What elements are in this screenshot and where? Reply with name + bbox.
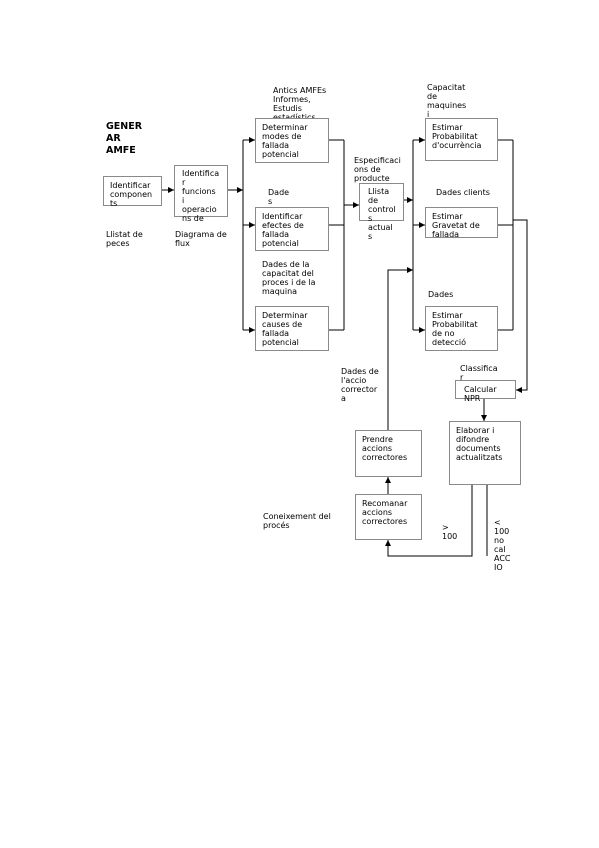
determinar-modes-text: Determinar modes de fallada potencial: [262, 123, 308, 159]
diagram-title: GENER AR AMFE: [106, 121, 143, 156]
identificar-funcions-box: Identifica r funcions i operacio ns de: [174, 165, 228, 223]
determinar-modes-box: Determinar modes de fallada potencial: [255, 118, 329, 163]
coneixement-label: Coneixement del procés: [263, 512, 331, 530]
estimar-gravetat-box: Estimar Gravetat de fallada: [425, 207, 498, 239]
identificar-funcions-text: Identifica r funcions i operacio ns de: [182, 169, 220, 223]
dades-label: Dade s: [268, 188, 290, 206]
identificar-components-text: Identificar componen ts: [110, 181, 153, 208]
dades-clients-label: Dades clients: [436, 188, 490, 197]
classificar-label: Classifica r: [460, 364, 498, 382]
arrow-merge-to-npr: [513, 219, 528, 393]
antics-amfes-label: Antics AMFEs Informes, Estudis estadísti…: [273, 86, 327, 122]
identificar-efectes-text: Identificar efectes de fallada potencial: [262, 212, 304, 248]
estimar-ocurrencia-text: Estimar Probabilitat d'ocurrència: [432, 123, 482, 150]
calcular-npr-text: Calcular NPR: [464, 385, 497, 403]
arrow-prendre-to-controls: [387, 267, 413, 430]
calcular-npr-box: Calcular NPR: [455, 380, 516, 403]
prendre-accions-box: Prendre accions correctores: [355, 430, 422, 477]
dades-label-2: Dades: [428, 290, 454, 299]
estimar-deteccio-text: Estimar Probabilitat de no detecció: [432, 311, 478, 347]
estimar-gravetat-text: Estimar Gravetat de fallada: [432, 212, 480, 239]
recomanar-accions-text: Recomanar accions correctores: [362, 499, 408, 526]
recomanar-accions-box: Recomanar accions correctores: [355, 494, 422, 540]
determinar-causes-text: Determinar causes de fallada potencial: [262, 311, 308, 347]
identificar-components-box: Identificar componen ts: [103, 176, 162, 208]
prendre-accions-text: Prendre accions correctores: [362, 435, 408, 462]
llista-controls-box: Llista de control s actual s: [359, 183, 404, 241]
diagrama-flux-label: Diagrama de flux: [175, 230, 227, 248]
less-100-label: < 100 no cal ACC IO: [494, 518, 511, 572]
estimar-ocurrencia-box: Estimar Probabilitat d'ocurrència: [425, 118, 498, 161]
llista-controls-text: Llista de control s actual s: [368, 187, 396, 241]
dades-accio-label: Dades de l'accio corrector a: [341, 367, 379, 403]
line-elaborar-feedback: [385, 485, 473, 557]
llistat-peces-label: Llistat de peces: [106, 230, 143, 248]
elaborar-documents-text: Elaborar i difondre documents actualitza…: [456, 426, 503, 462]
dades-capacitat-label: Dades de la capacitat del proces i de la…: [262, 260, 316, 296]
estimar-deteccio-box: Estimar Probabilitat de no detecció: [425, 306, 498, 351]
elaborar-documents-box: Elaborar i difondre documents actualitza…: [449, 421, 521, 485]
especificacions-label: Especificaci ons de producte: [354, 156, 401, 183]
determinar-causes-box: Determinar causes de fallada potencial: [255, 306, 329, 351]
greater-100-label: > 100: [442, 523, 458, 541]
identificar-efectes-box: Identificar efectes de fallada potencial: [255, 207, 329, 251]
